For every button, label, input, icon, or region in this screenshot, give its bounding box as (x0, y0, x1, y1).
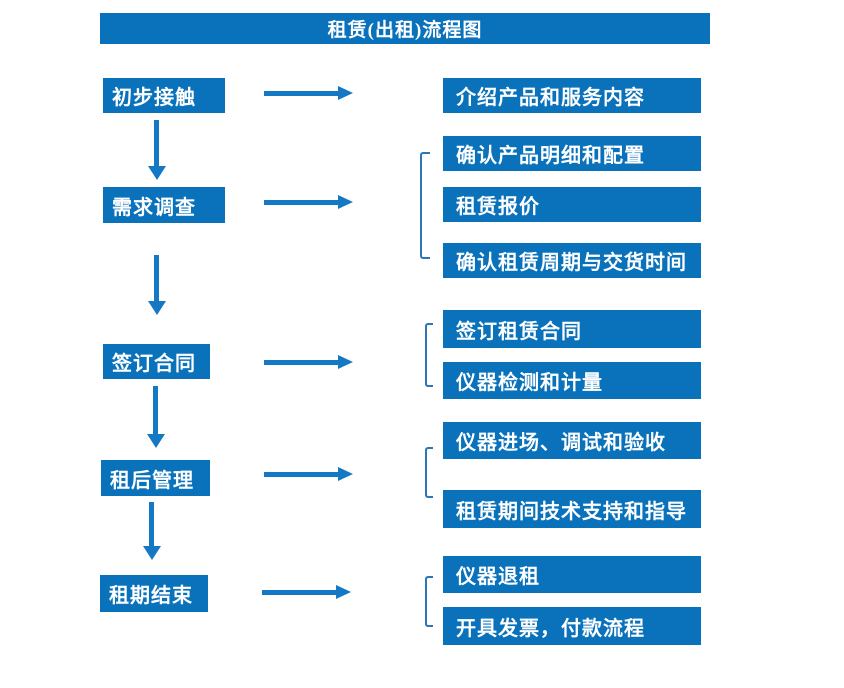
arrow-shaft (153, 386, 158, 434)
arrow-shaft (154, 120, 159, 166)
detail-box-confirm-period-delivery: 确认租赁周期与交货时间 (443, 243, 701, 278)
arrow-right-icon (264, 195, 353, 209)
arrow-down-icon (143, 502, 161, 560)
arrow-shaft (264, 91, 339, 96)
detail-box-instrument-testing: 仪器检测和计量 (443, 362, 701, 399)
arrow-head (336, 585, 351, 599)
bracket-group-2 (420, 152, 430, 259)
stage-box-rental-end: 租期结束 (100, 575, 208, 612)
arrow-shaft (262, 590, 337, 595)
arrow-head (148, 301, 166, 315)
bracket-group-5 (425, 576, 433, 627)
detail-box-rental-quote: 租赁报价 (443, 187, 701, 222)
arrow-shaft (264, 360, 339, 365)
arrow-right-icon (264, 355, 353, 369)
arrow-head (148, 166, 166, 180)
flowchart-title: 租赁(出租)流程图 (100, 13, 710, 44)
detail-box-instrument-setup-acceptance: 仪器进场、调试和验收 (443, 422, 701, 459)
arrow-right-icon (264, 86, 353, 100)
arrow-shaft (154, 255, 159, 301)
detail-box-confirm-product-config: 确认产品明细和配置 (443, 136, 701, 171)
arrow-right-icon (264, 467, 353, 481)
detail-box-instrument-return: 仪器退租 (443, 556, 701, 593)
arrow-head (338, 86, 353, 100)
stage-box-post-rental-management: 租后管理 (101, 460, 210, 496)
stage-box-sign-contract: 签订合同 (103, 344, 210, 379)
detail-box-introduce-products: 介绍产品和服务内容 (443, 78, 701, 113)
arrow-head (338, 355, 353, 369)
arrow-head (338, 467, 353, 481)
arrow-down-icon (147, 386, 165, 448)
arrow-head (143, 546, 161, 560)
arrow-shaft (264, 472, 339, 477)
arrow-shaft (149, 502, 154, 546)
detail-box-invoice-payment: 开具发票，付款流程 (443, 607, 701, 645)
bracket-group-4 (425, 447, 433, 498)
detail-box-sign-rental-contract: 签订租赁合同 (443, 310, 701, 348)
arrow-head (338, 195, 353, 209)
arrow-right-icon (262, 585, 351, 599)
arrow-down-icon (148, 120, 166, 180)
stage-box-initial-contact: 初步接触 (103, 78, 225, 113)
bracket-group-3 (425, 323, 433, 387)
detail-box-technical-support: 租赁期间技术支持和指导 (443, 490, 701, 528)
arrow-shaft (264, 200, 339, 205)
stage-box-demand-survey: 需求调查 (103, 187, 225, 223)
arrow-down-icon (148, 255, 166, 315)
arrow-head (147, 434, 165, 448)
